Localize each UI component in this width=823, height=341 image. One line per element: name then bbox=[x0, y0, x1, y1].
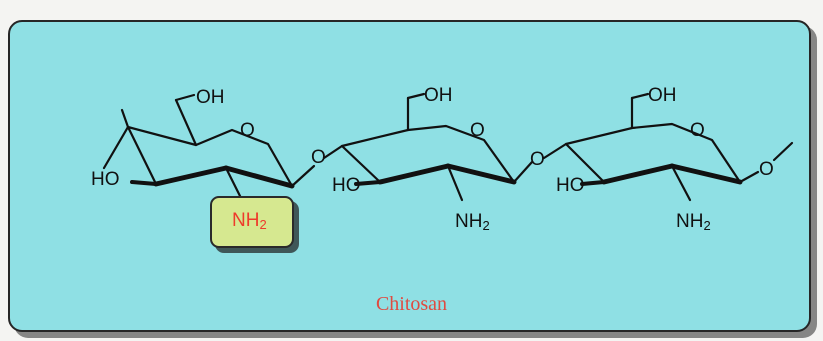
glucosamine-unit-3 bbox=[542, 92, 794, 202]
glucosamine-unit-1 bbox=[102, 93, 316, 202]
amino-highlight-box bbox=[210, 196, 294, 248]
ring-oxygen-2: O bbox=[470, 120, 485, 141]
oh-label-2: OH bbox=[424, 85, 453, 106]
glycosidic-oxygen-3: O bbox=[759, 159, 774, 180]
glucosamine-unit-2 bbox=[322, 92, 534, 202]
oh-label-3: OH bbox=[648, 85, 677, 106]
nh2-subscript-2: 2 bbox=[482, 218, 490, 233]
ring-oxygen-3: O bbox=[690, 120, 705, 141]
nh2-text-3: NH bbox=[676, 211, 704, 232]
nh2-text-2: NH bbox=[455, 211, 483, 232]
nh2-label-2: NH2 bbox=[455, 212, 490, 232]
nh2-label-3: NH2 bbox=[676, 212, 711, 232]
molecule-caption: Chitosan bbox=[375, 293, 448, 315]
oh-label-1: OH bbox=[196, 87, 225, 108]
ho-label-2: HO bbox=[332, 175, 361, 196]
nh2-label-1: NH2 bbox=[232, 211, 267, 231]
ho-label-3: HO bbox=[556, 175, 585, 196]
glycosidic-oxygen-2: O bbox=[530, 149, 545, 170]
nh2-text-1: NH bbox=[232, 210, 260, 231]
ho-label-1: HO bbox=[91, 169, 120, 190]
glycosidic-oxygen-1: O bbox=[311, 147, 326, 168]
nh2-subscript-3: 2 bbox=[703, 218, 711, 233]
ring-oxygen-1: O bbox=[240, 120, 255, 141]
nh2-subscript-1: 2 bbox=[259, 217, 267, 232]
